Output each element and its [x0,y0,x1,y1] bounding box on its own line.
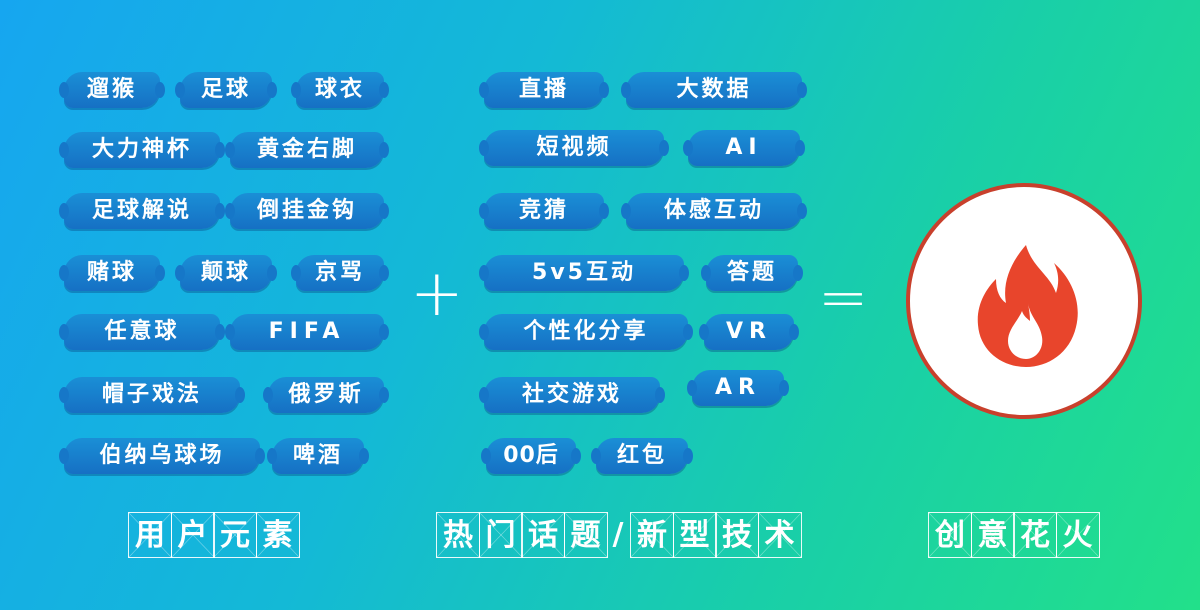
caption-char: 门 [478,512,523,558]
caption-char: 户 [170,512,215,558]
caption-char: 意 [970,512,1015,558]
caption-char: 新 [630,512,674,558]
tag-duanshipin: 短视频 [479,130,669,166]
caption-char: 技 [715,512,759,558]
tag-liuhou: 遛猴 [59,72,165,108]
tag-eluosi: 俄罗斯 [263,377,389,413]
tag-zuqiu: 足球 [175,72,277,108]
caption-char: 热 [436,512,480,558]
caption-char: 素 [255,512,300,558]
tag-ai: AI [683,130,805,166]
tag-hongbao: 红包 [591,438,693,474]
caption-result: 创 意 花 火 [928,512,1100,562]
caption-char: 题 [563,512,608,558]
tag-ar: AR [687,370,789,406]
tag-shejiaoyouxi: 社交游戏 [479,377,665,413]
tag-duqiu: 赌球 [59,255,165,291]
tag-fifa: FIFA [225,314,389,350]
tag-jingma: 京骂 [291,255,389,291]
plus-sign: + [410,257,464,331]
creative-spark-circle [906,183,1142,419]
tag-qiuyi: 球衣 [291,72,389,108]
tag-zhibo: 直播 [479,72,609,108]
caption-char: 花 [1013,512,1057,558]
fire-icon [977,245,1078,367]
tag-zuqiujieshuo: 足球解说 [59,193,225,229]
tag-jingcai: 竞猜 [479,193,609,229]
caption-char: 术 [757,512,802,558]
caption-char: 型 [672,512,717,558]
caption-slash: / [612,517,624,552]
caption-char: 元 [213,512,257,558]
caption-char: 话 [521,512,565,558]
tag-gexinghuafenxiang: 个性化分享 [479,314,693,350]
tag-daoguajingou: 倒挂金钩 [225,193,389,229]
caption-user-elements: 用 户 元 素 [128,512,300,562]
caption-topics: 热 门 话 题 / 新 型 技 术 [436,512,802,562]
caption-char: 创 [928,512,972,558]
tag-maozixifa: 帽子戏法 [59,377,245,413]
tag-huangjinyoujiao: 黄金右脚 [225,132,389,168]
tag-pijiu: 啤酒 [267,438,369,474]
tag-dianqiu: 颠球 [175,255,277,291]
tag-tiganhudong: 体感互动 [621,193,807,229]
tag-vr: VR [699,314,799,350]
tag-00hou: 00后 [481,438,581,474]
caption-char: 用 [128,512,172,558]
tag-dati: 答题 [701,255,803,291]
tag-dashuju: 大数据 [621,72,807,108]
equals-sign: = [818,263,869,333]
caption-char: 火 [1055,512,1100,558]
tag-dalishenbei: 大力神杯 [59,132,225,168]
tag-5v5hudong: 5v5互动 [479,255,689,291]
tag-bonawuqiuchang: 伯纳乌球场 [59,438,265,474]
tag-renyiqiu: 任意球 [59,314,225,350]
